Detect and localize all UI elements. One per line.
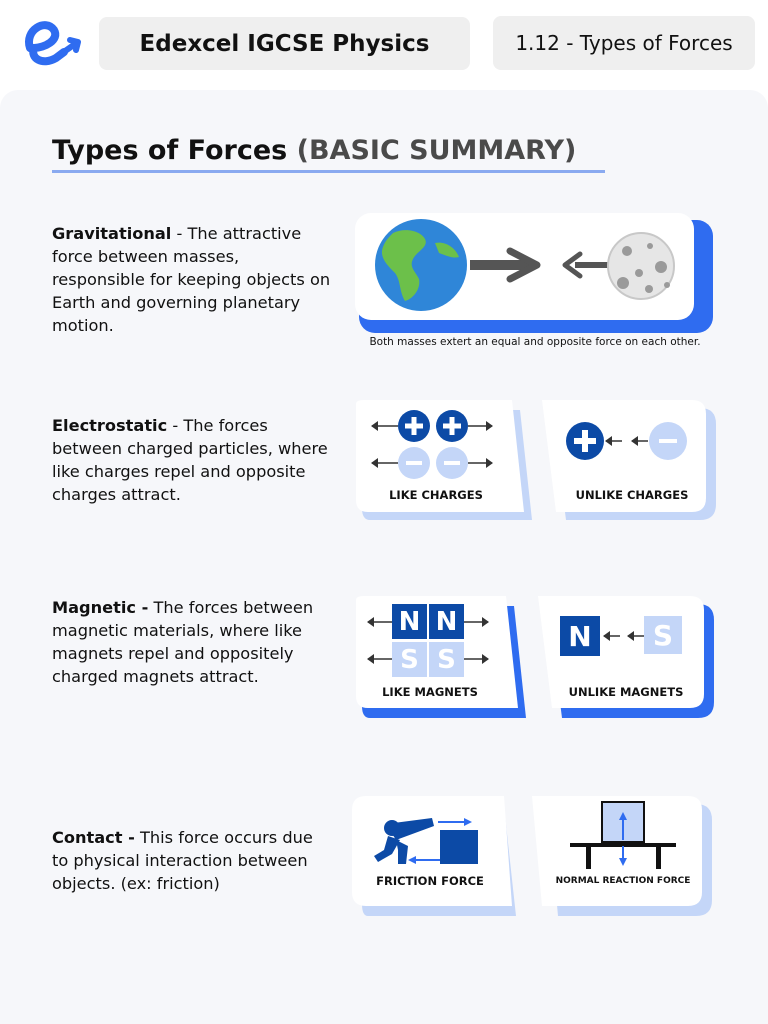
north-pole-letter: N	[568, 620, 591, 653]
magnetic-term: Magnetic -	[52, 598, 149, 617]
like-magnets-illustration: N N S S	[367, 604, 489, 677]
normal-force-arrow-icon	[619, 812, 627, 866]
unlike-magnets-label: UNLIKE MAGNETS	[568, 685, 684, 699]
negative-charge-icon	[398, 447, 430, 479]
electrostatic-text: The forces between charged particles, wh…	[52, 416, 328, 504]
header: Edexcel IGCSE Physics 1.12 - Types of Fo…	[0, 0, 768, 88]
crate-icon	[440, 830, 478, 864]
like-magnets-label: LIKE MAGNETS	[382, 685, 478, 699]
applied-force-arrow-icon	[438, 818, 472, 826]
page-title: Types of Forces (BASIC SUMMARY)	[52, 135, 576, 166]
south-pole-icon	[644, 616, 682, 654]
unlike-magnets-illustration: N S	[560, 616, 682, 656]
gravity-arrow-right-icon	[470, 247, 541, 283]
gravity-arrow-left-icon	[562, 251, 610, 279]
page-title-sub: (BASIC SUMMARY)	[296, 135, 577, 166]
north-pole-icon	[429, 604, 464, 639]
north-pole-letter: N	[436, 607, 458, 637]
like-charges-illustration	[371, 410, 493, 479]
electrostatic-term: Electrostatic	[52, 416, 168, 435]
page-title-main: Types of Forces	[52, 135, 288, 166]
topic-title: 1.12 - Types of Forces	[493, 16, 755, 70]
friction-force-arrow-icon	[408, 856, 440, 864]
earth-icon	[375, 219, 467, 311]
course-title: Edexcel IGCSE Physics	[99, 17, 470, 70]
unlike-charges-illustration	[566, 422, 687, 460]
north-pole-icon	[392, 604, 427, 639]
person-pushing-icon	[374, 818, 434, 864]
north-pole-letter: N	[399, 607, 421, 637]
normal-reaction-label: NORMAL REACTION FORCE	[555, 876, 691, 886]
contact-term: Contact -	[52, 828, 135, 847]
like-charges-label: LIKE CHARGES	[389, 488, 483, 502]
south-pole-letter: S	[400, 645, 419, 675]
positive-charge-icon	[436, 410, 468, 442]
electrostatic-description: Electrostatic - The forces between charg…	[52, 416, 328, 504]
negative-charge-icon	[649, 422, 687, 460]
title-underline	[52, 170, 605, 173]
magnetic-description: Magnetic - The forces between magnetic m…	[52, 596, 332, 688]
friction-force-label: FRICTION FORCE	[376, 874, 484, 888]
contact-description: Contact - This force occurs due to physi…	[52, 826, 332, 895]
north-pole-icon	[560, 616, 600, 656]
positive-charge-icon	[566, 422, 604, 460]
gravitational-term: Gravitational	[52, 224, 172, 243]
normal-reaction-illustration	[570, 801, 676, 869]
negative-charge-icon	[436, 447, 468, 479]
gravitational-description: Gravitational - The attractive force bet…	[52, 224, 331, 335]
positive-charge-icon	[398, 410, 430, 442]
gravity-illustration	[375, 219, 675, 311]
magnetic-text: The forces between magnetic materials, w…	[52, 598, 314, 686]
moon-icon	[607, 232, 675, 300]
gravitational-text: The attractive force between masses, res…	[52, 224, 331, 335]
gravity-caption: Both masses extert an equal and opposite…	[369, 336, 701, 348]
contact-text: This force occurs due to physical intera…	[52, 828, 313, 893]
table-icon	[570, 843, 676, 869]
brand-logo-icon	[25, 21, 81, 66]
south-pole-icon	[429, 642, 464, 677]
friction-illustration	[374, 818, 478, 864]
south-pole-icon	[392, 642, 427, 677]
south-pole-letter: S	[653, 619, 673, 652]
unlike-charges-label: UNLIKE CHARGES	[575, 488, 689, 502]
south-pole-letter: S	[437, 645, 456, 675]
